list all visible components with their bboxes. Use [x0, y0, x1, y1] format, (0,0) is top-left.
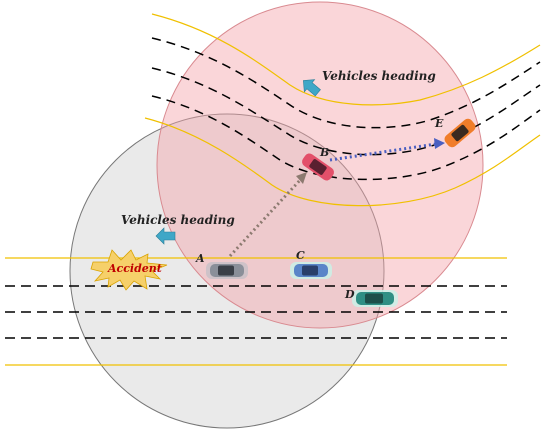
straight-road: [5, 257, 507, 366]
vehicle-e: [444, 118, 476, 148]
road-edge-curved-bottom: [144, 117, 541, 207]
heading-arrow-icon: [303, 79, 321, 97]
lane-divider-curved: [151, 95, 541, 181]
vehicle-a: [206, 262, 248, 279]
arrowhead-icon: [434, 138, 445, 149]
road-edge-curved-top: [151, 13, 541, 106]
link-b-to-e: [329, 138, 445, 162]
vehicle-label-d: D: [344, 288, 355, 301]
curved-road: [144, 13, 541, 207]
link-a-to-b: [228, 172, 307, 258]
arrowhead-icon: [296, 172, 307, 184]
heading-arrow-icon: [155, 227, 176, 245]
vehicle-b: [302, 153, 334, 181]
vehicle-label-e: E: [434, 117, 444, 130]
vehicle-d: [352, 290, 398, 307]
lane-divider-curved: [151, 37, 541, 129]
accident-burst-icon: [90, 249, 168, 291]
heading-label-top: Vehicles heading: [322, 69, 436, 83]
vehicle-c: [290, 262, 332, 279]
vehicle-label-a: A: [195, 252, 205, 265]
vehicle-label-c: C: [296, 249, 305, 262]
heading-label-bottom: Vehicles heading: [121, 213, 235, 227]
vehicle-label-b: B: [319, 146, 329, 159]
accident-label: Accident: [107, 262, 162, 275]
lane-divider-curved: [151, 67, 541, 156]
